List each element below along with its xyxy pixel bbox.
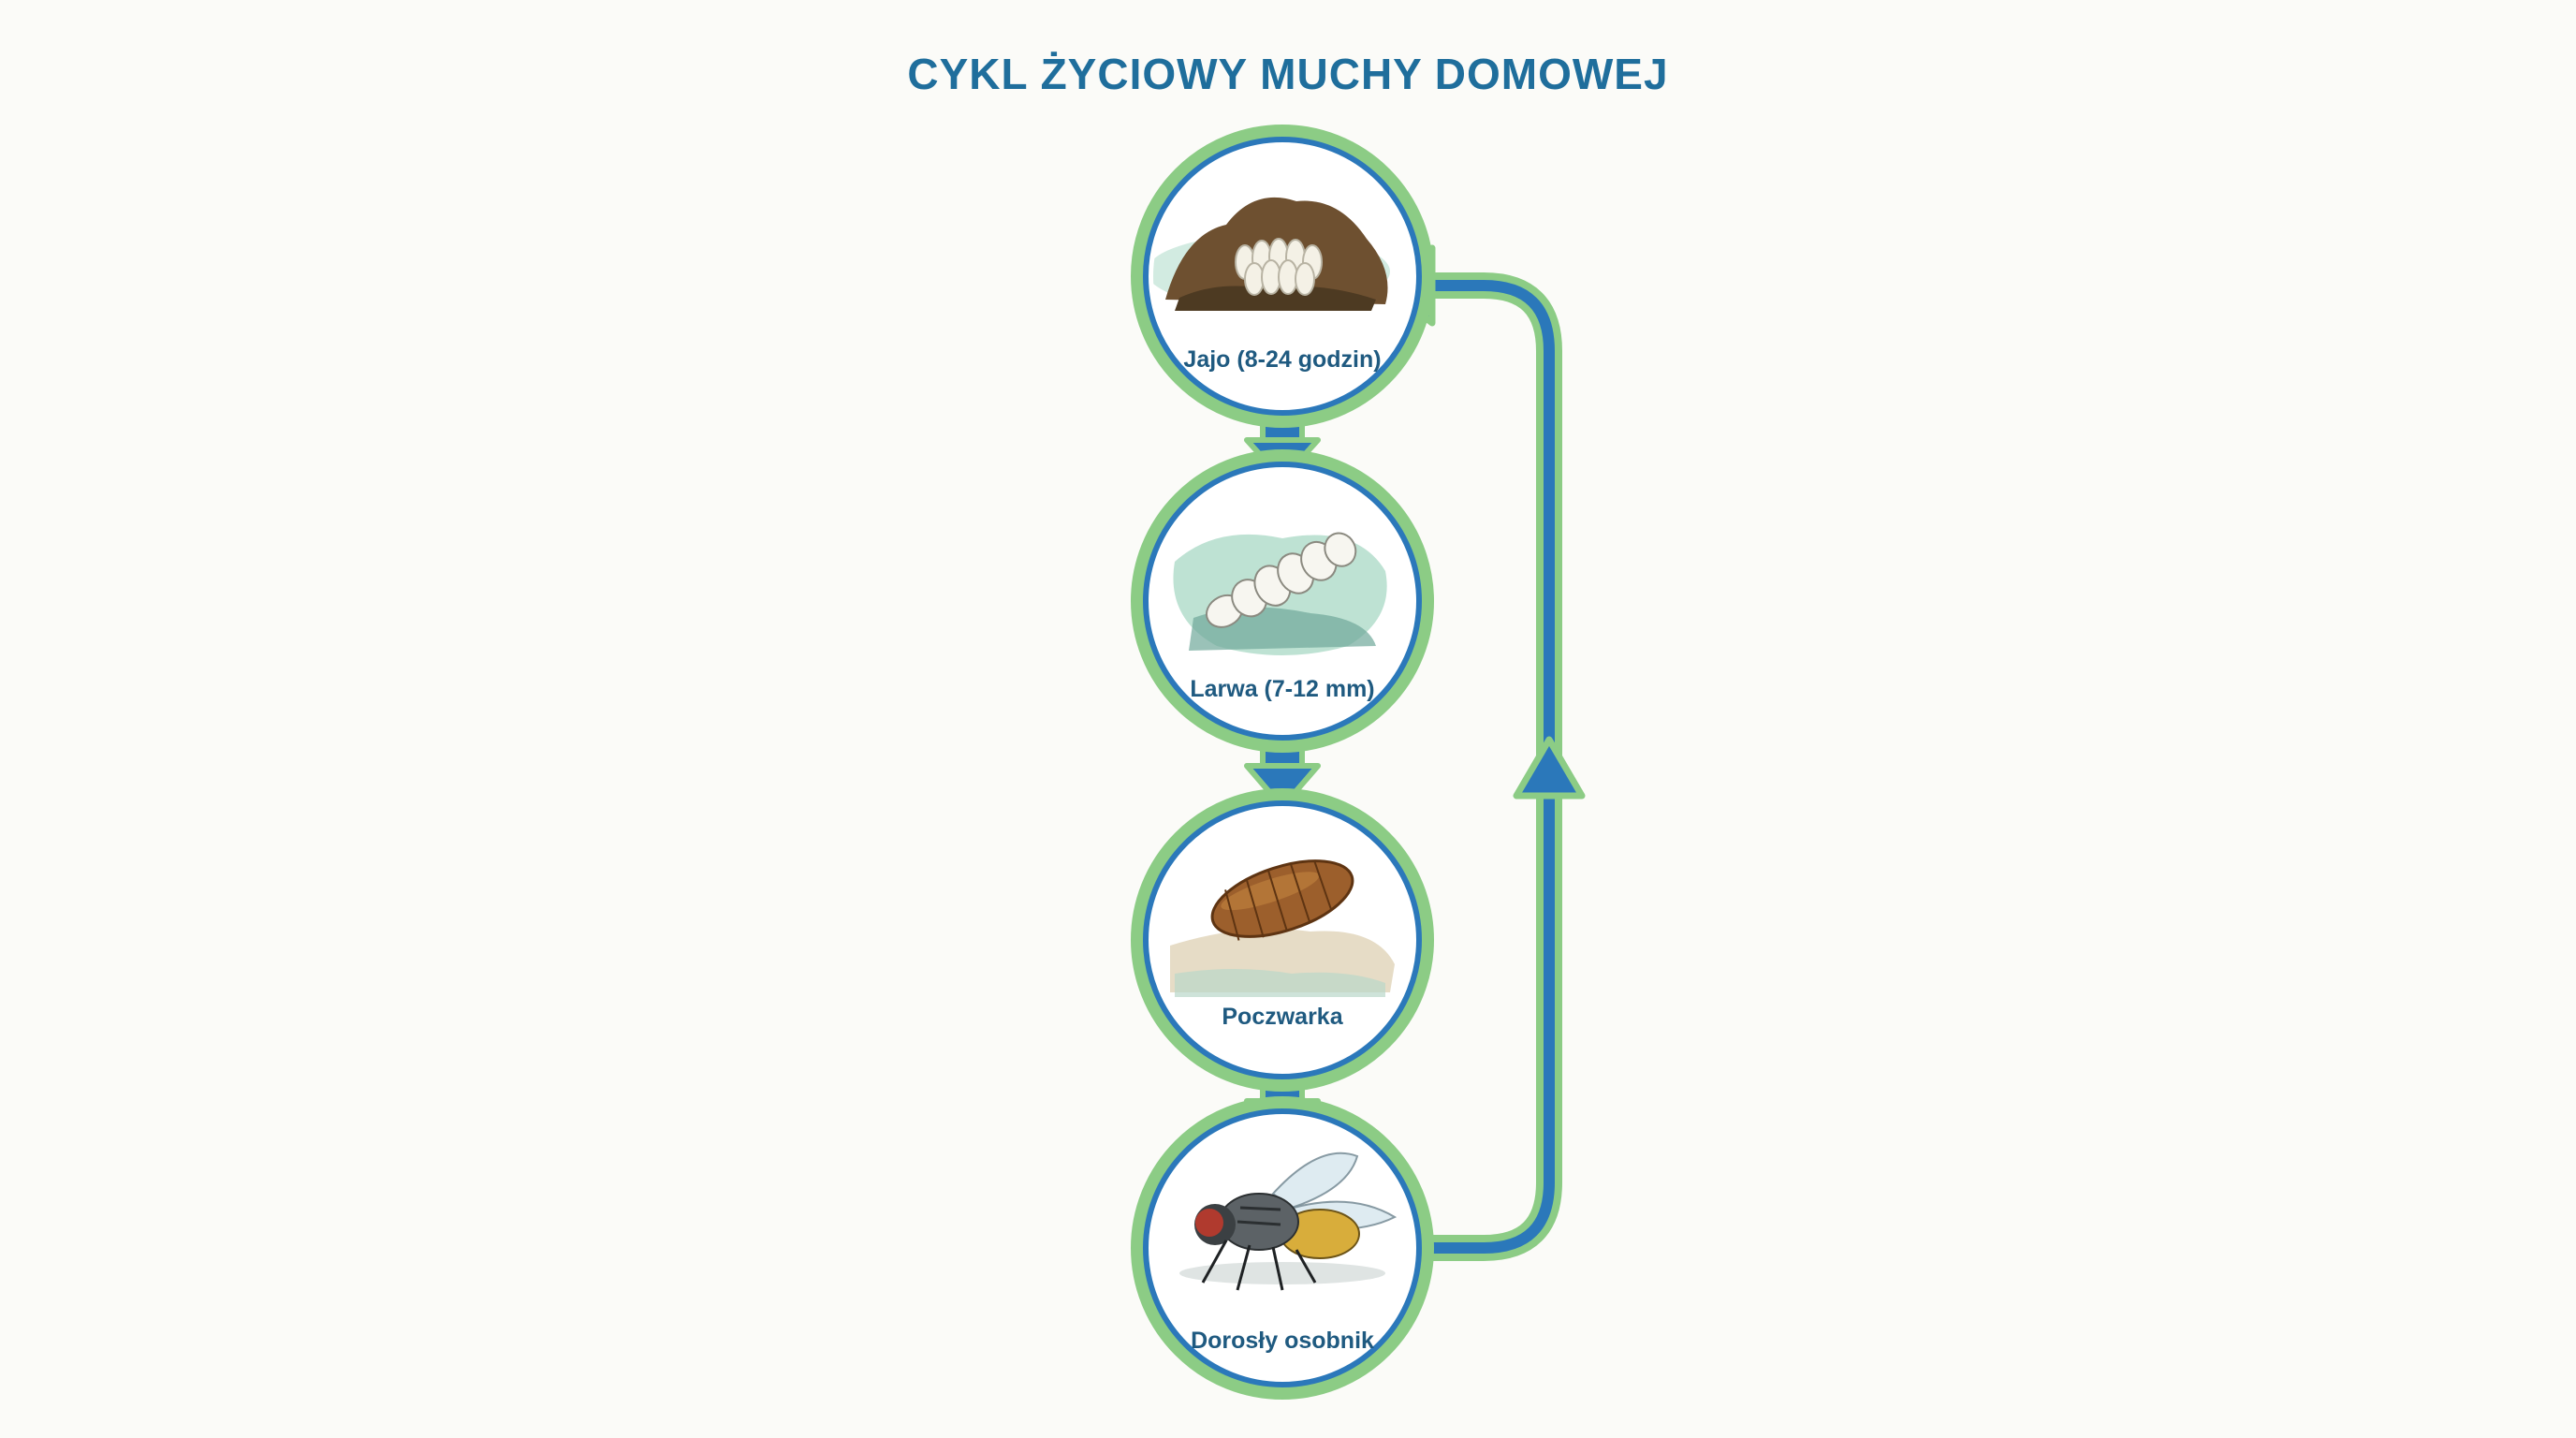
stage-adult: Dorosły osobnik (1131, 1096, 1434, 1400)
stage-egg: Jajo (8-24 godzin) (1131, 125, 1434, 428)
up-arrowhead-icon (1513, 736, 1586, 800)
stage-label-pupa: Poczwarka (1222, 1004, 1343, 1030)
pupa-icon (1170, 859, 1395, 997)
stage-larva: Larwa (7-12 mm) (1131, 449, 1434, 753)
eggs-icon (1153, 197, 1390, 311)
diagram-title: CYKL ŻYCIOWY MUCHY DOMOWEJ (907, 50, 1669, 98)
return-cycle-arrow (1380, 244, 1586, 1261)
adult-fly-icon (1179, 1152, 1398, 1291)
stage-label-egg: Jajo (8-24 godzin) (1183, 346, 1381, 373)
larva-icon (1173, 532, 1387, 655)
stage-label-adult: Dorosły osobnik (1191, 1328, 1374, 1354)
stage-pupa: Poczwarka (1131, 788, 1434, 1092)
stage-label-larva: Larwa (7-12 mm) (1190, 676, 1374, 702)
